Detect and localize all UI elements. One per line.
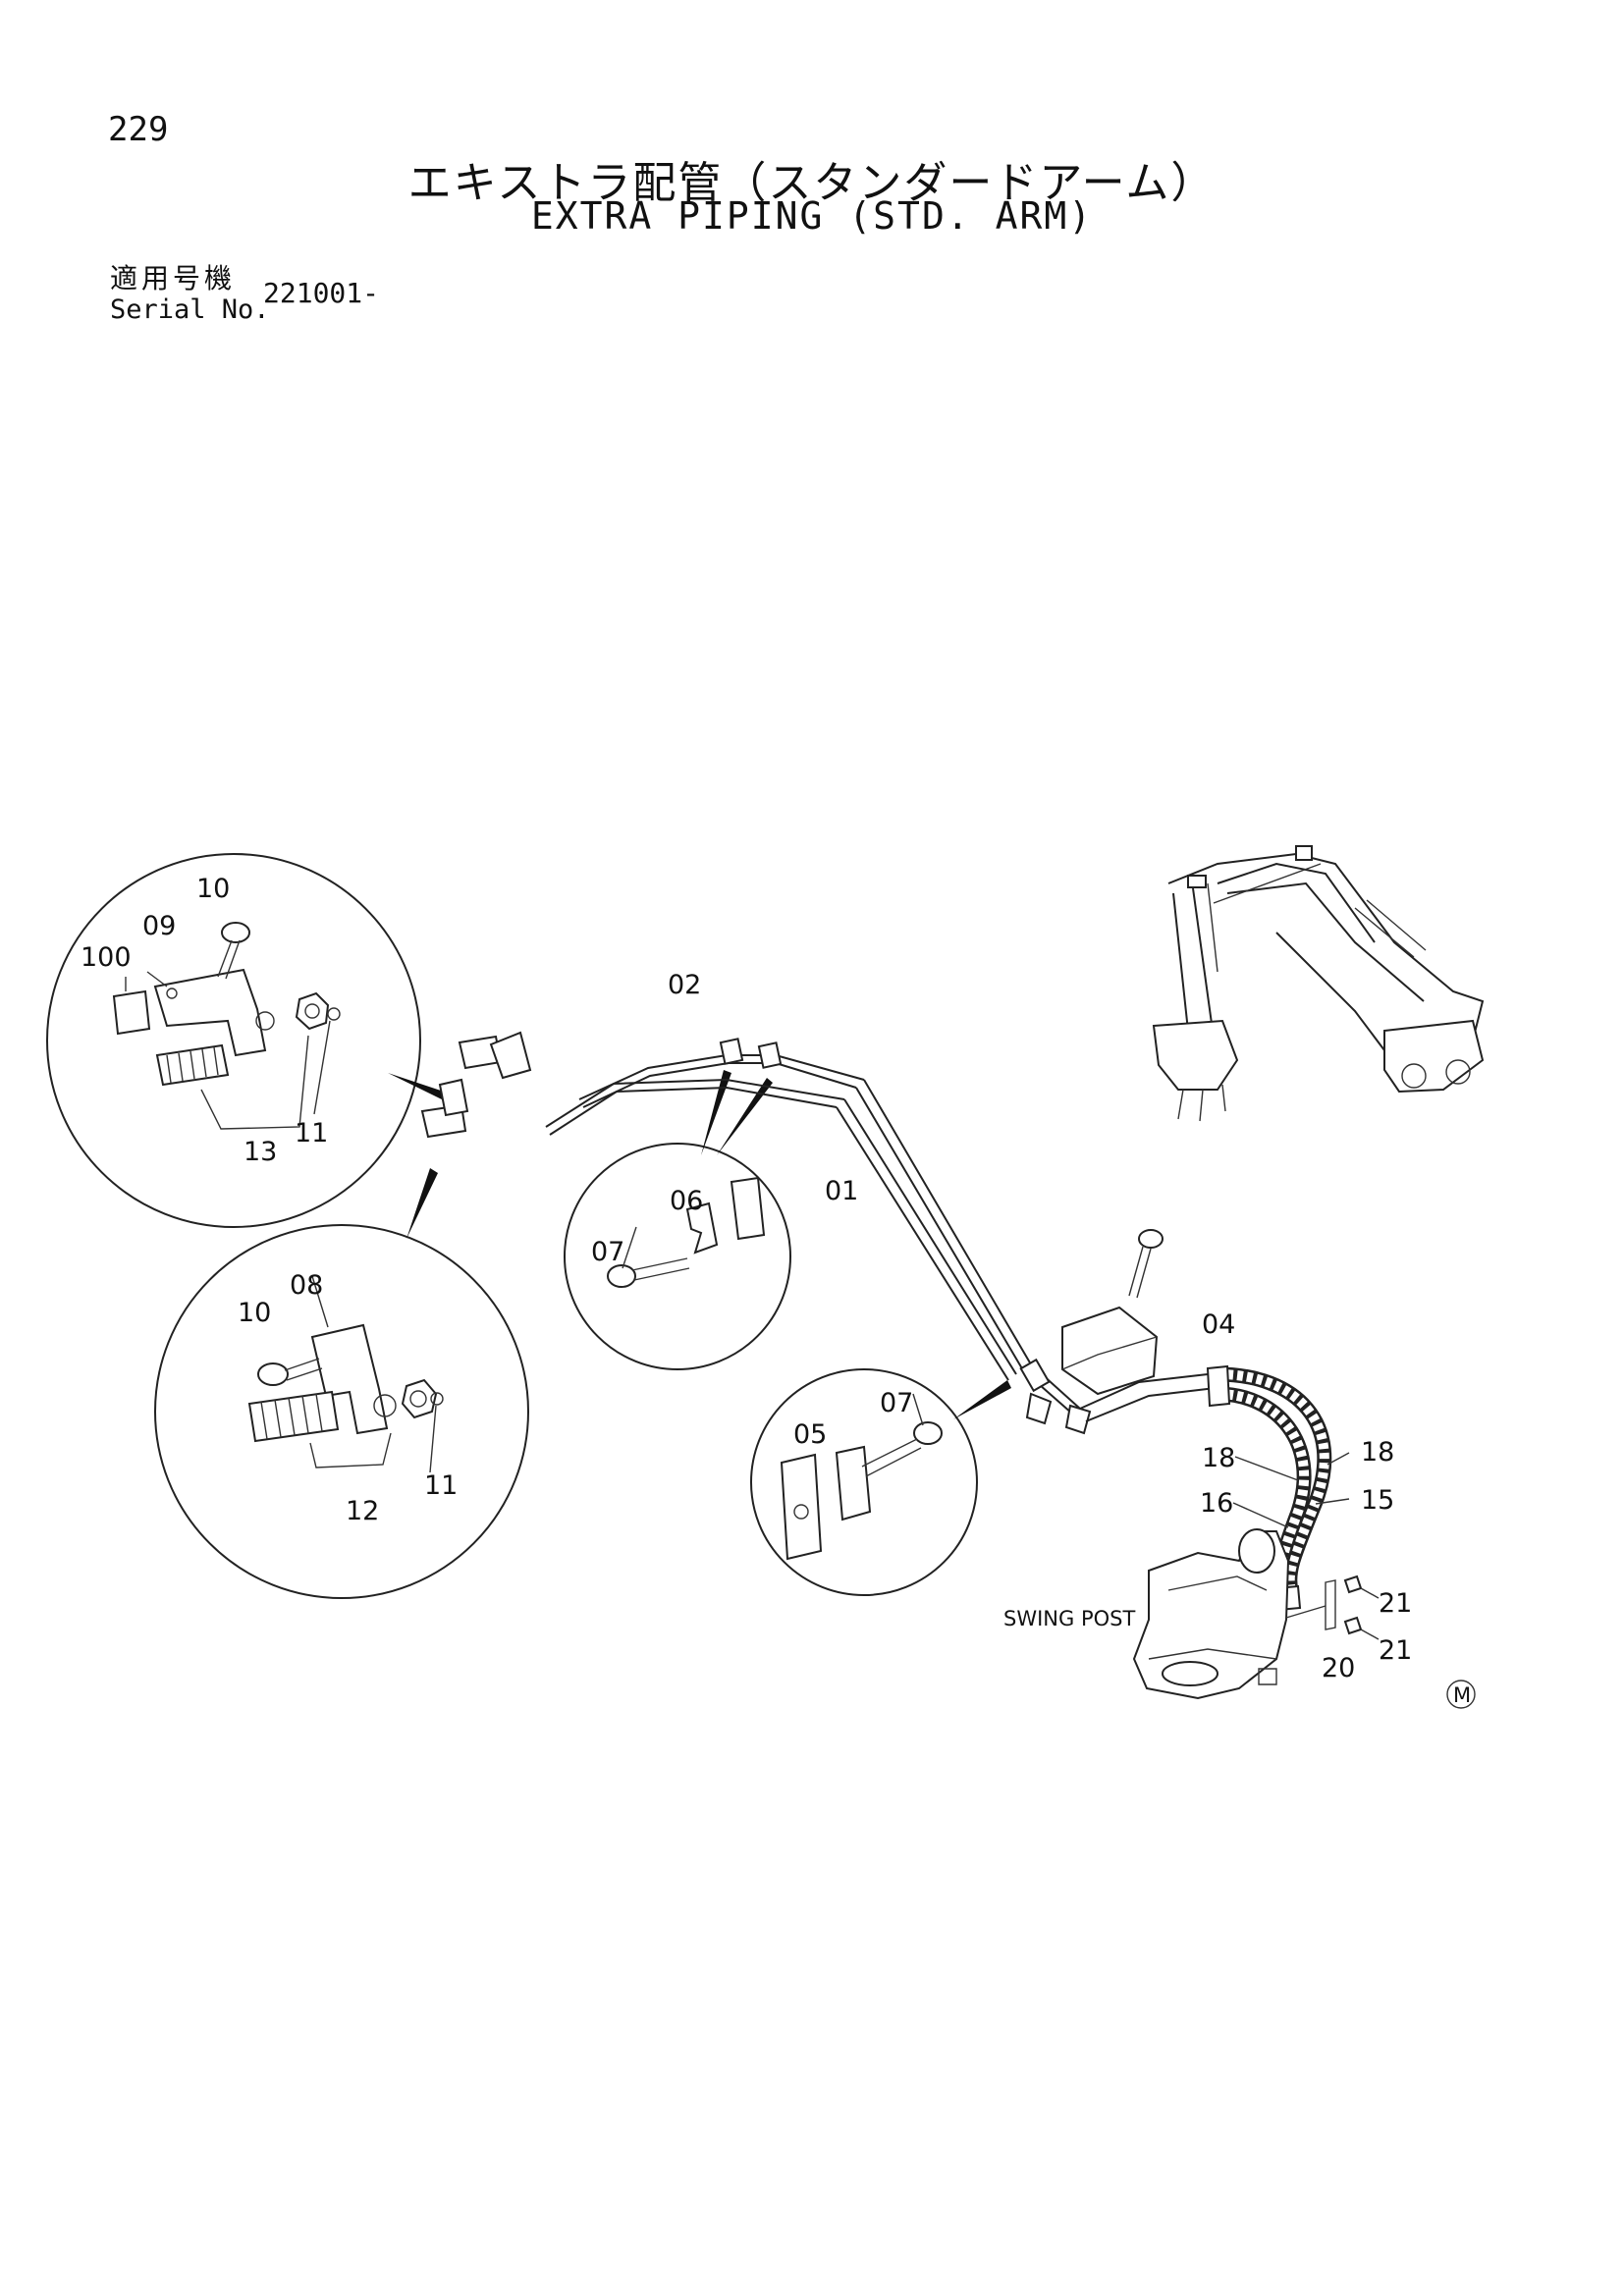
serial-number-value: 221001- <box>263 277 380 309</box>
callout-02: 02 <box>668 970 701 1000</box>
callout-100: 100 <box>81 942 132 973</box>
excavator-overview <box>1152 845 1485 1122</box>
callout-21-lower: 21 <box>1379 1635 1412 1666</box>
swing-post-label: SWING POST <box>1003 1607 1135 1630</box>
revision-mark-circle <box>1446 1680 1476 1709</box>
detail-circle-clamp-05 <box>750 1368 978 1596</box>
callout-13: 13 <box>244 1137 277 1167</box>
callout-10-lower: 10 <box>238 1298 271 1328</box>
callout-15: 15 <box>1361 1485 1394 1516</box>
callout-07-upper: 07 <box>591 1237 624 1267</box>
detail-circle-clamp-06 <box>564 1143 791 1370</box>
page-number: 229 <box>108 110 169 149</box>
swing-post <box>1132 1528 1380 1700</box>
serial-label-japanese: 適用号機 <box>110 262 237 294</box>
callout-08: 08 <box>290 1270 323 1301</box>
callout-07-lower: 07 <box>880 1388 913 1418</box>
detail-circle-coupler-lower <box>154 1224 529 1599</box>
cover-04 <box>1061 1229 1164 1396</box>
callout-04: 04 <box>1202 1309 1235 1340</box>
callout-18-left: 18 <box>1202 1443 1235 1473</box>
callout-12: 12 <box>346 1496 379 1526</box>
callout-09: 09 <box>142 911 176 941</box>
callout-18-right: 18 <box>1361 1437 1394 1468</box>
callout-20: 20 <box>1322 1653 1355 1683</box>
title-japanese: エキストラ配管（スタンダードアーム） <box>407 158 1217 208</box>
detail-circle-coupler-upper <box>46 853 421 1228</box>
main-piping <box>420 1031 1217 1435</box>
callout-16: 16 <box>1200 1488 1233 1519</box>
revision-mark: M <box>1453 1683 1471 1707</box>
callout-21-upper: 21 <box>1379 1588 1412 1619</box>
title-english: EXTRA PIPING (STD. ARM) <box>530 194 1094 238</box>
serial-label-english: Serial No. <box>110 294 270 325</box>
callout-05: 05 <box>793 1419 827 1450</box>
callout-10-upper: 10 <box>196 874 230 904</box>
callout-labels: 10 09 100 11 13 08 10 11 12 02 01 06 07 … <box>81 874 1476 1709</box>
callout-11-upper: 11 <box>295 1118 328 1148</box>
callout-06: 06 <box>670 1186 703 1216</box>
detail-pointers <box>388 1070 1011 1419</box>
callout-11-lower: 11 <box>424 1470 458 1501</box>
callout-01: 01 <box>825 1176 858 1206</box>
